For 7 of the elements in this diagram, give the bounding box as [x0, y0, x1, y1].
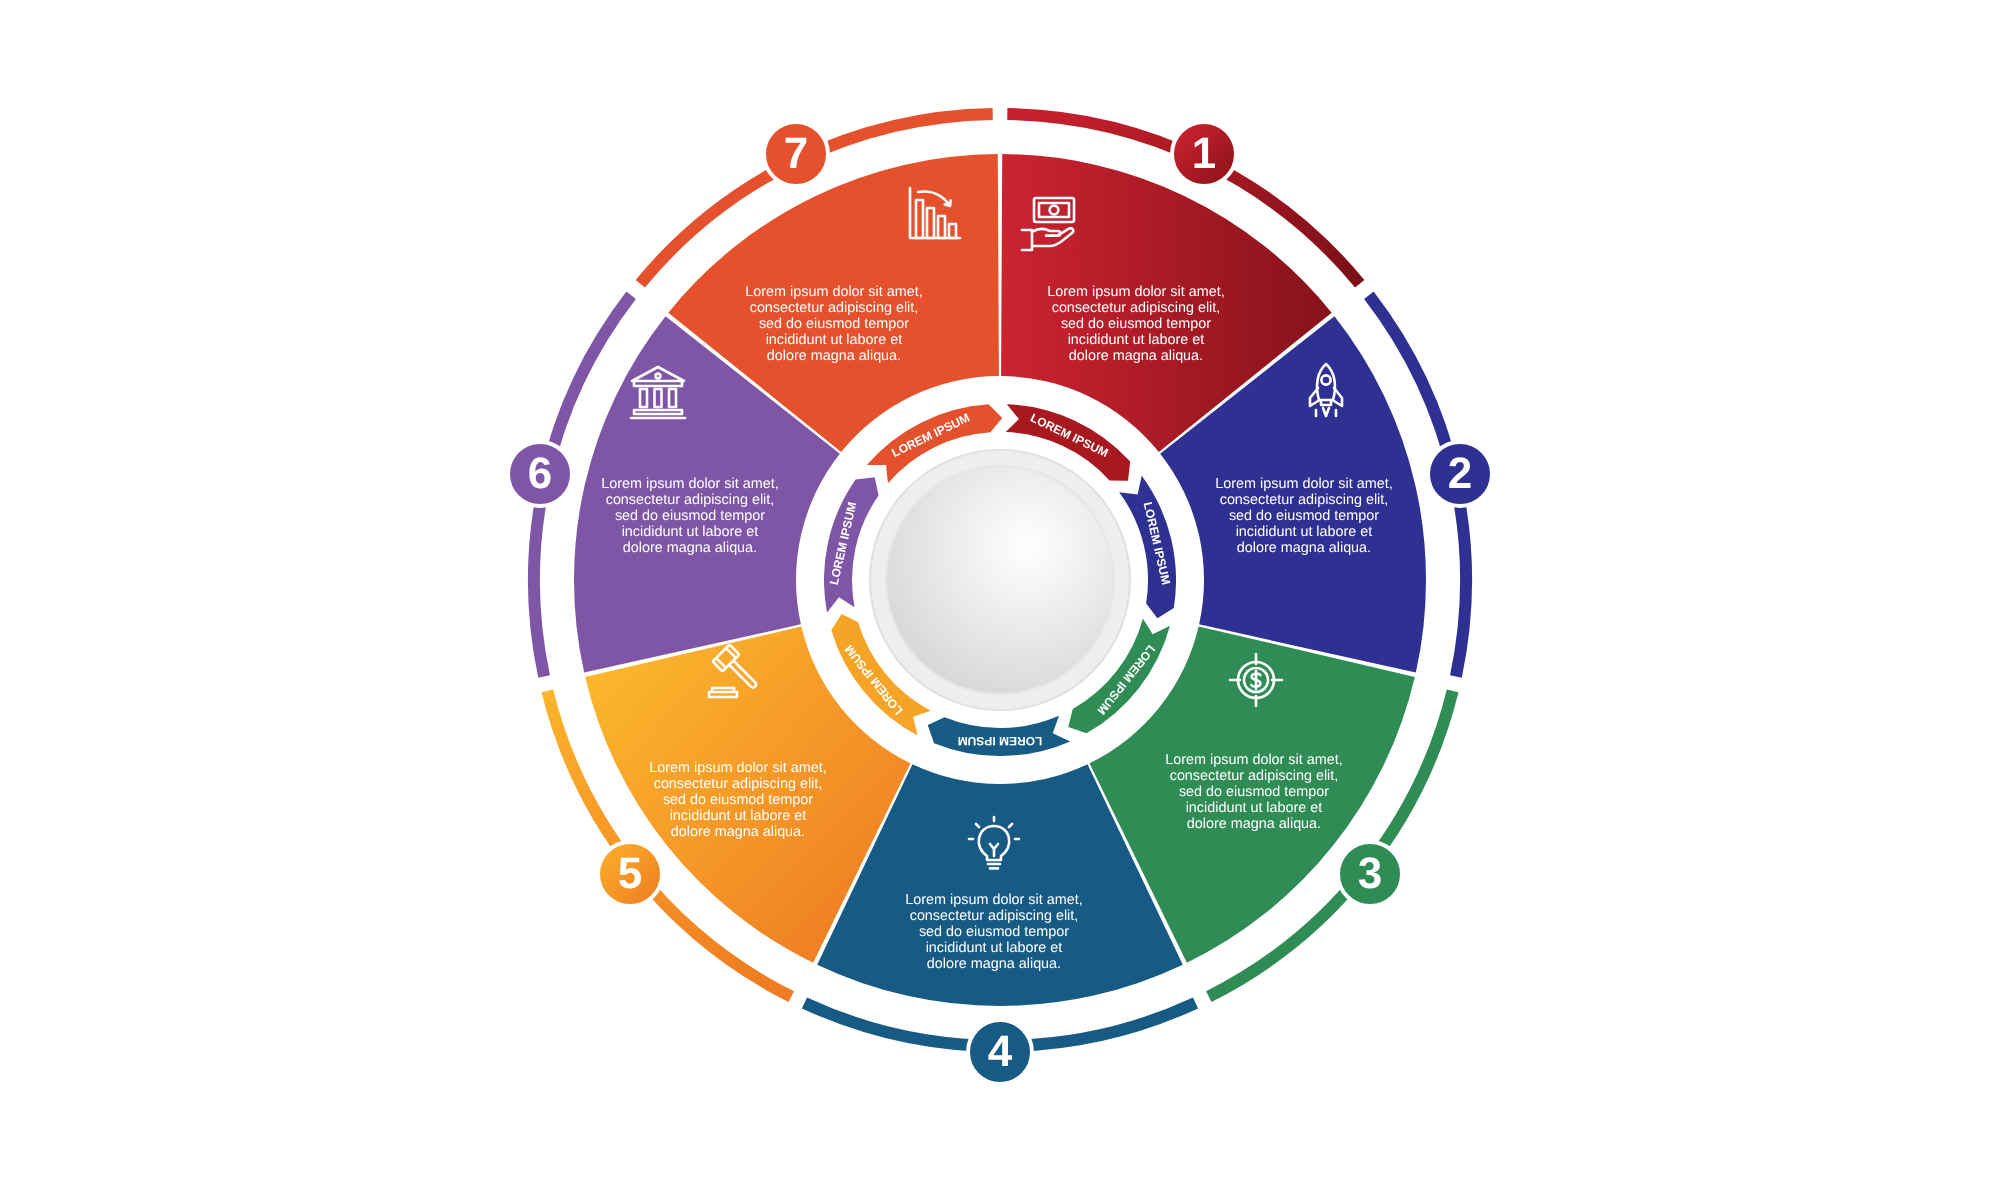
step-number: 6	[506, 440, 574, 508]
step-number: 2	[1426, 440, 1494, 508]
step-number: 7	[762, 120, 830, 188]
step-number: 4	[966, 1018, 1034, 1086]
step-number: 3	[1336, 840, 1404, 908]
step-number: 5	[596, 840, 664, 908]
step-number: 1	[1170, 120, 1238, 188]
